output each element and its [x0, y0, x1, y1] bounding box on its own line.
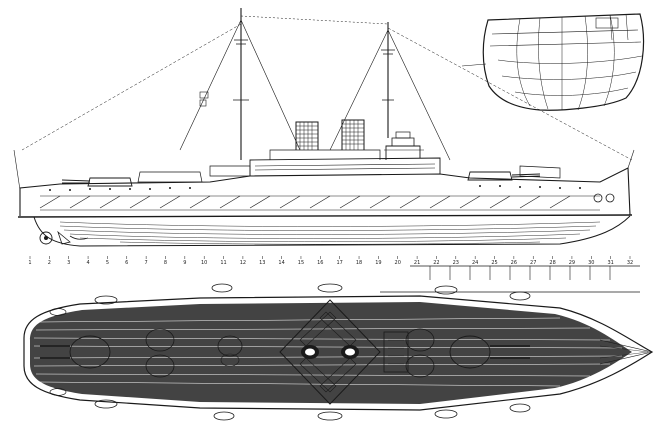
frame-number-label: 13 [259, 260, 265, 266]
frame-number-label: 24 [472, 260, 478, 266]
frame-number-label: 10 [201, 260, 207, 266]
stern-rigging [21, 23, 242, 151]
forward-mast [329, 22, 451, 161]
frame-number-label: 14 [278, 260, 284, 266]
portholes [49, 185, 581, 191]
frame-number-label: 23 [453, 260, 459, 266]
frame-number-label: 18 [356, 260, 362, 266]
frame-number-label: 26 [511, 260, 517, 266]
stern-flagstaff [13, 149, 21, 191]
bridge-plan [383, 331, 409, 373]
scale-bar [380, 265, 640, 293]
frame-number-label: 2 [48, 260, 51, 266]
aft-main-turret-plan [40, 335, 111, 369]
frame-number-label: 21 [414, 260, 420, 266]
deck-planking [33, 317, 623, 387]
stern-propeller [39, 230, 89, 245]
frame-number-label: 8 [164, 260, 167, 266]
armour-belt [39, 195, 600, 211]
deck-plan-view [23, 283, 654, 421]
frame-number-label: 9 [183, 260, 186, 266]
aft-mast [179, 8, 301, 160]
bridge [384, 131, 424, 160]
frame-number-label: 16 [317, 260, 323, 266]
frame-number-label: 4 [86, 260, 89, 266]
superstructure [249, 149, 441, 176]
wing-turrets-plan [145, 328, 435, 378]
frame-number-label: 7 [145, 260, 148, 266]
frame-number-label: 32 [627, 260, 633, 266]
frame-number-label: 17 [336, 260, 342, 266]
frame-number-label: 31 [607, 260, 613, 266]
jackstaff [627, 149, 635, 169]
frame-number-label: 15 [298, 260, 304, 266]
frame-number-label: 29 [569, 260, 575, 266]
wireless-aerial [240, 15, 389, 25]
bow-rigging [387, 27, 633, 161]
frame-number-label: 11 [220, 260, 226, 266]
frame-number-label: 5 [106, 260, 109, 266]
frame-number-label: 25 [491, 260, 497, 266]
aft-turret-side [61, 177, 133, 187]
frame-number-label: 3 [67, 260, 70, 266]
frame-number-label: 12 [240, 260, 246, 266]
frame-number-label: 28 [549, 260, 555, 266]
forward-turret-side [467, 165, 561, 181]
boat-deck-plan [279, 299, 381, 405]
midship-section-view [461, 13, 645, 111]
frame-number-label: 27 [530, 260, 536, 266]
waterline [17, 214, 633, 218]
frame-number-label: 19 [375, 260, 381, 266]
aft-casemates [137, 165, 251, 183]
frame-number-label: 22 [433, 260, 439, 266]
frame-number-label: 20 [395, 260, 401, 266]
hull-shading [59, 221, 601, 245]
forward-main-turret-plan [449, 335, 530, 369]
ships-boats-plan [49, 283, 531, 421]
funnels [295, 119, 365, 150]
frame-number-label: 30 [588, 260, 594, 266]
side-elevation-view [13, 8, 635, 247]
frame-number-label: 1 [28, 260, 31, 266]
frame-number-label: 6 [125, 260, 128, 266]
bow-anchors [593, 193, 615, 203]
